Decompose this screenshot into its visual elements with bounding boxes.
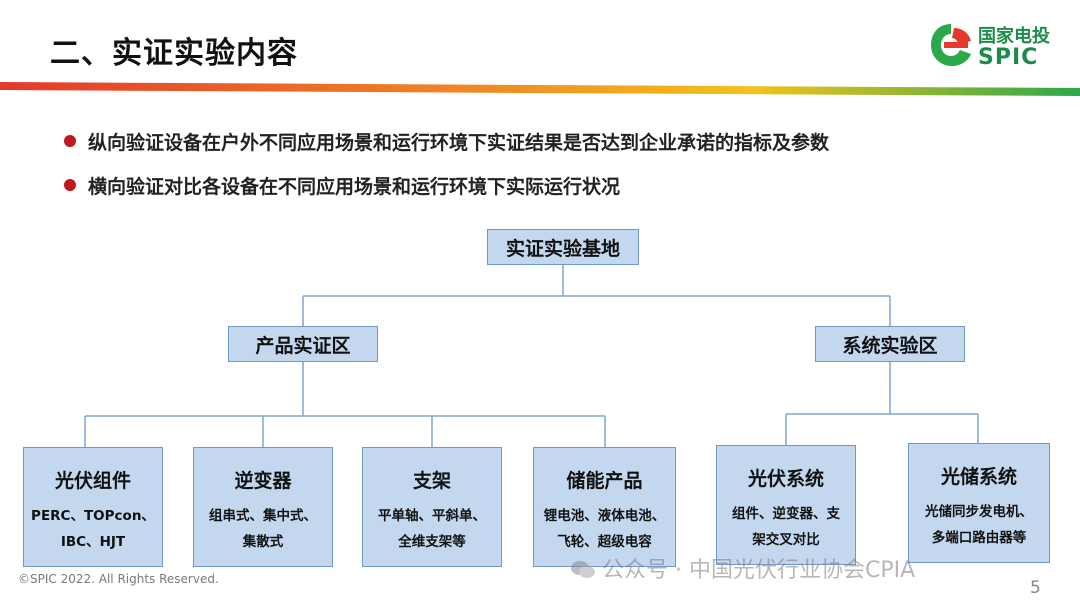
leaf-detail-line: 集散式	[242, 534, 284, 550]
logo-chinese-text: 国家电投	[978, 26, 1050, 47]
leaf-detail: 组件、逆变器、支 架交叉对比	[726, 501, 846, 553]
leaf-node-inverter: 逆变器 组串式、集中式、 集散式	[193, 447, 333, 567]
bullet-item-1: 纵向验证设备在户外不同应用场景和运行环境下实证结果是否达到企业承诺的指标及参数	[64, 128, 829, 155]
bullet-text-1: 纵向验证设备在户外不同应用场景和运行环境下实证结果是否达到企业承诺的指标及参数	[88, 132, 830, 154]
bullet-dot-icon	[64, 179, 76, 191]
spic-logo: 国家电投 SPIC	[928, 20, 1050, 72]
wechat-watermark: 公众号 · 中国光伏行业协会CPIA	[570, 552, 915, 584]
leaf-detail-line: 光储同步发电机、	[925, 504, 1033, 520]
leaf-title: 支架	[412, 470, 451, 492]
leaf-detail-line: 组串式、集中式、	[209, 508, 317, 524]
leaf-detail-line: 组件、逆变器、支	[732, 506, 840, 522]
leaf-detail: PERC、TOPcon、 IBC、HJT	[25, 503, 161, 555]
leaf-detail-line: IBC、HJT	[60, 534, 126, 550]
copyright-text: ©SPIC 2022. All Rights Reserved.	[18, 572, 219, 586]
leaf-detail-line: 架交叉对比	[752, 532, 820, 548]
leaf-detail-line: 飞轮、超级电容	[557, 534, 652, 550]
leaf-detail-line: PERC、TOPcon、	[31, 508, 155, 524]
leaf-detail: 光储同步发电机、 多端口路由器等	[919, 499, 1039, 551]
bullet-item-2: 横向验证对比各设备在不同应用场景和运行环境下实际运行状况	[64, 172, 620, 199]
leaf-title: 光储系统	[940, 466, 1017, 488]
header-gradient-band	[0, 82, 1080, 96]
leaf-detail-line: 平单轴、平斜单、	[378, 508, 486, 524]
leaf-detail: 锂电池、液体电池、 飞轮、超级电容	[538, 503, 672, 555]
leaf-detail: 组串式、集中式、 集散式	[203, 503, 323, 555]
leaf-detail: 平单轴、平斜单、 全维支架等	[372, 503, 492, 555]
leaf-node-pv-storage-system: 光储系统 光储同步发电机、 多端口路由器等	[908, 443, 1050, 563]
root-node: 实证实验基地	[487, 229, 639, 265]
leaf-title: 储能产品	[566, 470, 643, 492]
bullet-text-2: 横向验证对比各设备在不同应用场景和运行环境下实际运行状况	[88, 176, 621, 198]
watermark-text: 公众号 · 中国光伏行业协会CPIA	[602, 558, 916, 583]
page-number: 5	[1030, 578, 1041, 598]
leaf-node-pv-system: 光伏系统 组件、逆变器、支 架交叉对比	[716, 445, 856, 565]
leaf-title: 逆变器	[234, 470, 292, 492]
bullet-dot-icon	[64, 135, 76, 147]
leaf-detail-line: 多端口路由器等	[931, 530, 1027, 546]
leaf-node-pv-modules: 光伏组件 PERC、TOPcon、 IBC、HJT	[23, 447, 163, 567]
wechat-icon	[571, 561, 595, 578]
leaf-title: 光伏系统	[747, 468, 824, 490]
leaf-node-storage: 储能产品 锂电池、液体电池、 飞轮、超级电容	[533, 447, 676, 567]
logo-english-text: SPIC	[978, 45, 1039, 70]
leaf-node-bracket: 支架 平单轴、平斜单、 全维支架等	[362, 447, 502, 567]
leaf-title: 光伏组件	[54, 470, 131, 492]
group-node-product: 产品实证区	[228, 326, 378, 362]
leaf-detail-line: 锂电池、液体电池、	[543, 508, 666, 524]
page-title: 二、实证实验内容	[50, 36, 298, 71]
spic-logo-icon	[931, 24, 971, 66]
leaf-detail-line: 全维支架等	[398, 534, 466, 550]
group-node-system: 系统实验区	[815, 326, 965, 362]
